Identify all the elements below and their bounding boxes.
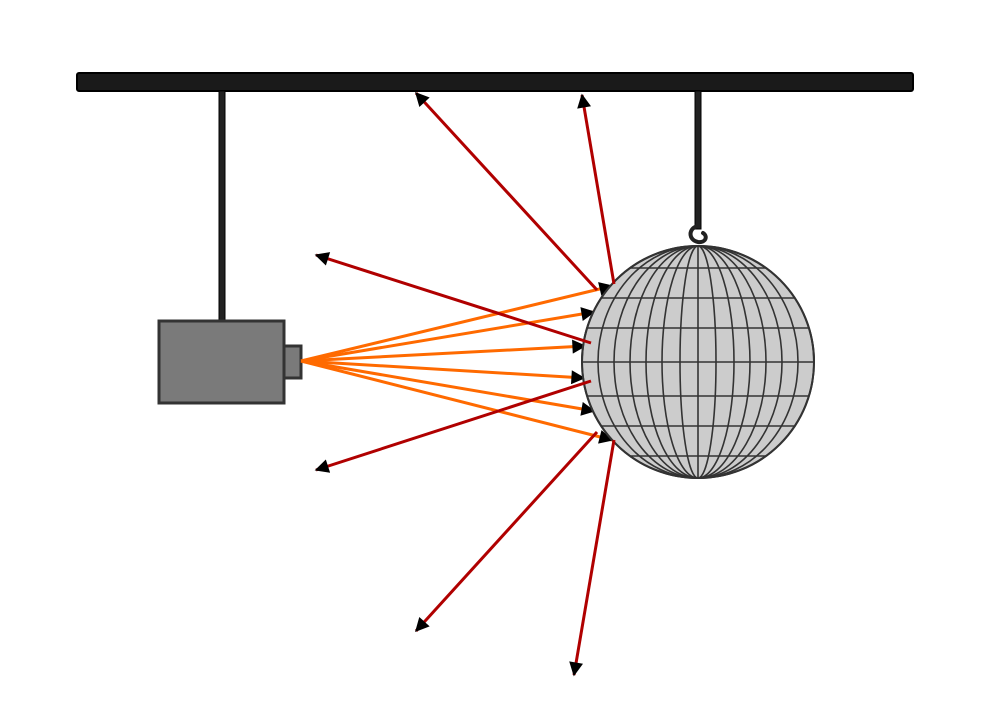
incident-ray [300,359,614,444]
ball-rod [694,90,702,230]
reflected-ray [414,91,599,292]
incident-ray [300,282,614,363]
ceiling-bar [76,72,914,92]
reflected-ray [577,93,616,285]
incident-ray [300,307,596,363]
ball-longitude-line [613,246,783,478]
projector-lens [282,344,303,380]
reflected-ray [314,252,592,345]
projector-rod [218,90,226,324]
incident-ray [300,359,586,385]
ball-longitude-line [661,246,735,478]
ball-longitude-line [679,246,717,478]
ball-longitude-line [629,246,767,478]
reflected-ray [414,430,599,633]
disco-ball [581,245,815,479]
incident-ray [300,339,587,363]
ball-longitude-line [645,246,751,478]
projector [157,319,303,405]
incident-ray [300,359,596,416]
ball-hook [688,224,708,245]
reflected-ray [314,379,592,473]
disco-ball-grid [582,246,814,478]
projector-body [157,319,286,405]
incident-rays [300,282,614,444]
reflected-rays [314,91,616,677]
ball-longitude-line [597,246,799,478]
reflected-ray [569,439,616,677]
